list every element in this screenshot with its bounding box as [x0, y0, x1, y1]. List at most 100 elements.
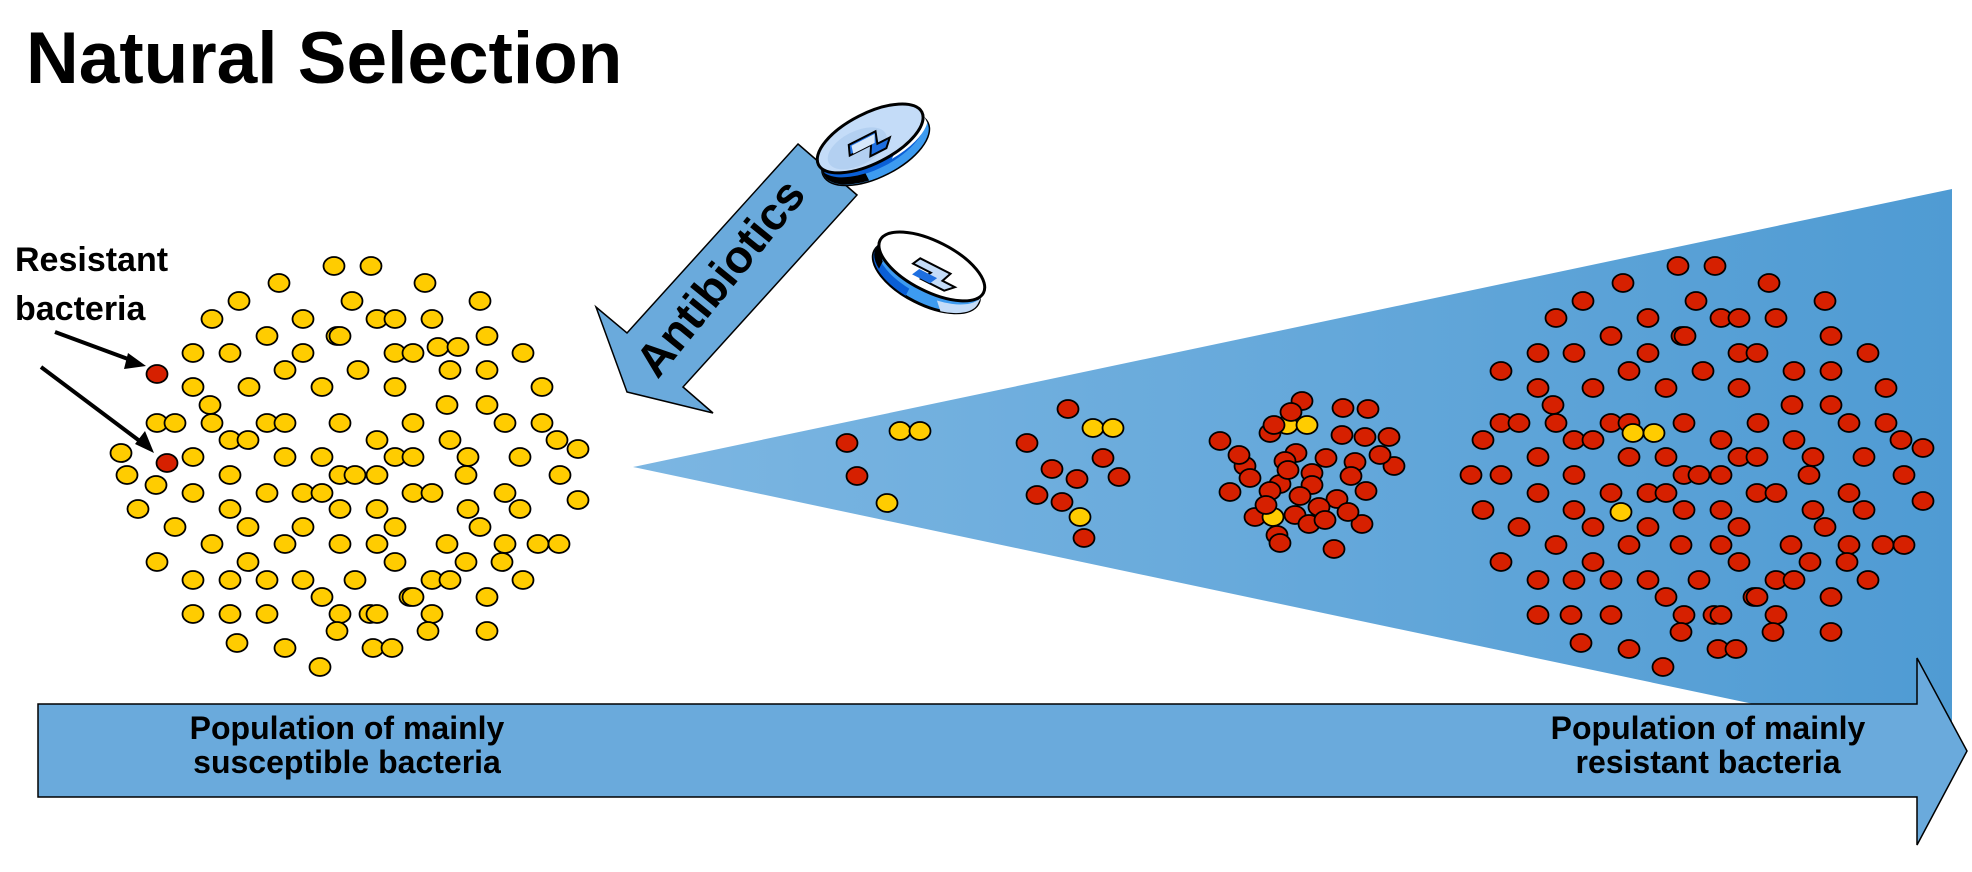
susceptible-bacterium — [435, 534, 459, 554]
susceptible-bacterium — [273, 447, 297, 467]
population-third-generation — [1208, 391, 1406, 559]
resistant-bacterium — [1709, 500, 1733, 520]
susceptible-bacterium — [438, 570, 462, 590]
resistant-bacterium — [1813, 291, 1837, 311]
susceptible-bacterium — [227, 291, 251, 311]
susceptible-bacterium — [365, 534, 389, 554]
resistant-bacterium — [1617, 447, 1641, 467]
susceptible-bacterium — [163, 413, 187, 433]
resistant-bacterium — [1507, 517, 1531, 537]
resistant-bacterium — [1559, 605, 1583, 625]
susceptible-bacterium — [383, 377, 407, 397]
resistant-bacterium — [1571, 291, 1595, 311]
resistant-bacterium — [1268, 533, 1292, 553]
resistant-bacterium — [1837, 483, 1861, 503]
resistant-bacterium — [1471, 500, 1495, 520]
susceptible-bacterium — [1101, 418, 1125, 438]
susceptible-bacterium — [401, 483, 425, 503]
resistant-bacterium — [1015, 433, 1039, 453]
resistant-bacterium — [1764, 605, 1788, 625]
antibiotics-arrow: Antibiotics — [594, 142, 859, 414]
resistant-bacterium — [1651, 657, 1675, 677]
susceptible-bacterium — [126, 499, 150, 519]
resistant-bacterium — [1889, 430, 1913, 450]
resistant-bacterium — [1541, 395, 1565, 415]
resistant-bacterium — [1350, 514, 1374, 534]
resistant-bacterium — [1314, 448, 1338, 468]
timeline-arrow — [37, 657, 1968, 846]
resistant-bacterium — [145, 364, 169, 384]
resistant-bacterium — [1703, 256, 1727, 276]
population-initial — [109, 256, 590, 677]
resistant-bacterium — [845, 466, 869, 486]
bacteria-layer — [109, 256, 1935, 677]
resistant-bacterium — [1782, 570, 1806, 590]
susceptible-bacterium — [308, 657, 332, 677]
resistant-bacterium — [1072, 528, 1096, 548]
resistant-bacterium — [1892, 465, 1916, 485]
susceptible-bacterium — [1642, 423, 1666, 443]
susceptible-bacterium — [218, 570, 242, 590]
resistant-bacterium — [1339, 466, 1363, 486]
resistant-bacterium — [1801, 500, 1825, 520]
susceptible-bacterium — [530, 377, 554, 397]
susceptible-bacterium — [1621, 423, 1645, 443]
susceptible-bacterium — [236, 517, 260, 537]
susceptible-bacterium — [511, 570, 535, 590]
susceptible-bacterium — [475, 326, 499, 346]
resistant-bacterium — [1562, 500, 1586, 520]
resistant-bacterium — [1654, 447, 1678, 467]
resistant-bacterium — [1654, 378, 1678, 398]
susceptible-bacterium — [181, 570, 205, 590]
resistant-bacterium — [1819, 395, 1843, 415]
resistant-bacterium — [1819, 361, 1843, 381]
susceptible-bacterium — [115, 465, 139, 485]
resistant-bacterium — [1745, 587, 1769, 607]
resistant-bacterium — [1526, 605, 1550, 625]
resistant-bacterium — [1724, 639, 1748, 659]
arrowhead-icon — [135, 431, 154, 453]
resistant-bacterium — [1819, 326, 1843, 346]
susceptible-bacterium — [310, 377, 334, 397]
susceptible-bacterium — [446, 337, 470, 357]
resistant-bacterium — [1672, 413, 1696, 433]
susceptible-bacterium — [401, 587, 425, 607]
resistant-bacterium — [1617, 361, 1641, 381]
resistant-bacterium — [1581, 430, 1605, 450]
resistant-bacterium — [155, 453, 179, 473]
susceptible-bacterium — [322, 256, 346, 276]
resistant-bacterium — [1262, 415, 1286, 435]
resistant-bacterium — [1709, 605, 1733, 625]
susceptible-bacterium — [468, 291, 492, 311]
susceptible-bacterium — [401, 413, 425, 433]
resistant-bacterium — [1544, 535, 1568, 555]
population-second-generation — [1015, 399, 1131, 548]
resistant-bacterium — [1526, 378, 1550, 398]
susceptible-bacterium — [493, 483, 517, 503]
resistant-bacterium — [1852, 447, 1876, 467]
resistant-bacterium — [1892, 535, 1916, 555]
resistant-bacterium — [1489, 465, 1513, 485]
end-population-label: Population of mainly resistant bacteria — [1498, 711, 1918, 779]
resistant-bacterium — [1672, 605, 1696, 625]
resistant-bacterium — [1856, 343, 1880, 363]
susceptible-bacterium — [255, 604, 279, 624]
resistant-bacterium — [1581, 378, 1605, 398]
resistant-bacterium — [1526, 447, 1550, 467]
susceptible-bacterium — [198, 395, 222, 415]
resistant-bacterium — [1353, 427, 1377, 447]
susceptible-bacterium — [181, 483, 205, 503]
resistant-bacterium — [1459, 465, 1483, 485]
susceptible-bacterium — [365, 465, 389, 485]
susceptible-bacterium — [438, 430, 462, 450]
susceptible-bacterium — [328, 499, 352, 519]
susceptible-bacterium — [325, 621, 349, 641]
resistant-bacterium — [1727, 378, 1751, 398]
susceptible-bacterium — [310, 447, 334, 467]
resistant-bacterium — [1107, 467, 1131, 487]
resistant-bacterium — [1562, 343, 1586, 363]
resistant-bacterium — [1745, 483, 1769, 503]
susceptible-bacterium — [144, 475, 168, 495]
susceptible-bacterium — [1068, 507, 1092, 527]
